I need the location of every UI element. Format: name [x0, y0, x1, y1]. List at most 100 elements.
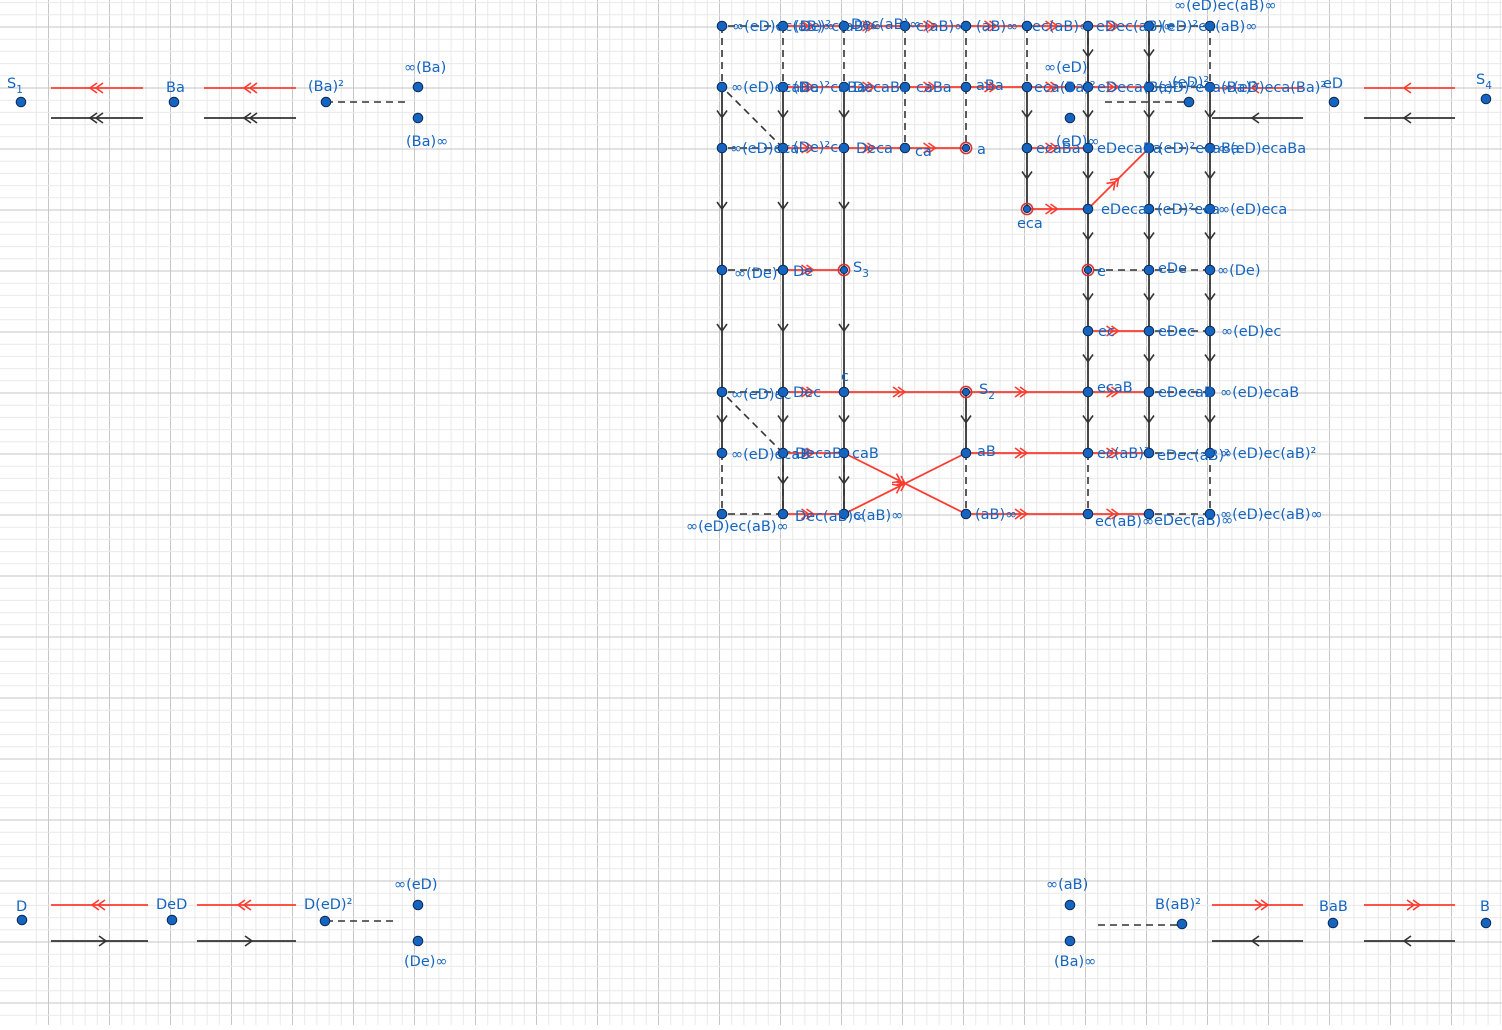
legend-point-br_BaB — [1327, 917, 1339, 929]
legend-arrow — [1412, 899, 1422, 911]
red-edge-arrow — [806, 447, 815, 459]
point-label: DeD — [156, 897, 187, 913]
point-label: ec(aB)∞ — [1032, 19, 1091, 35]
legend-arrow — [1260, 899, 1270, 911]
point-inf_De_left — [716, 264, 728, 276]
point-label: ecaBa — [1036, 141, 1081, 157]
red-edge-arrow — [1014, 447, 1024, 459]
point-label: eDe — [1158, 261, 1187, 277]
point-top — [1204, 20, 1216, 32]
point-label: ecaB — [1097, 380, 1133, 396]
legend-arrow — [1406, 899, 1416, 911]
red-edge-arrow — [867, 81, 876, 93]
legend-arrow — [94, 112, 104, 124]
point-eDeca_Ba2 — [1082, 81, 1094, 93]
point-inf_eDec — [1204, 325, 1216, 337]
legend-point-tl_Ba2 — [320, 96, 332, 108]
point-label: ∞(Ba) — [404, 60, 446, 76]
point-label: ∞(eD)ec(aB)∞ — [732, 19, 835, 35]
red-edge-arrow — [896, 481, 907, 492]
corner-legends — [51, 82, 1455, 947]
black-edge-arrow — [838, 110, 850, 119]
point-ec_aB_inf — [1082, 508, 1094, 520]
red-edge-arrow — [1106, 325, 1115, 337]
point-De2caBa — [777, 81, 789, 93]
black-edge-arrow — [777, 201, 789, 211]
legend-point-tl_S — [15, 96, 27, 108]
point-label: (Ba)∞ — [1054, 954, 1096, 970]
point-Dec_aB — [838, 20, 850, 32]
red-edge-arrow — [1050, 20, 1059, 32]
point-inf_eDecaB — [1204, 386, 1216, 398]
point-ecaB — [1082, 386, 1094, 398]
black-edge-arrow — [1082, 49, 1094, 58]
point-label: c(aB)∞ — [853, 508, 903, 524]
legend-point-tr_eD_inf — [1064, 112, 1076, 124]
point-label: ∞(eD)ecaB — [1220, 385, 1299, 401]
point-eDe — [1143, 264, 1155, 276]
point-label: ∞(eD)eca — [730, 141, 799, 157]
red-edge-arrow — [862, 142, 871, 154]
black-edge-arrow — [838, 415, 850, 424]
black-edge-arrow — [1082, 232, 1094, 241]
point-inf_eDeca_left — [716, 142, 728, 154]
legend-arrow — [98, 935, 108, 947]
point-eDecaBa — [1082, 142, 1094, 154]
point-bottom — [716, 508, 728, 520]
point-Dec_aB_inf_bottom — [777, 508, 789, 520]
legend-point-tl_Ba_inf — [412, 112, 424, 124]
point-DecaB — [777, 447, 789, 459]
red-edge-arrow — [867, 20, 876, 32]
point-De2ca — [777, 142, 789, 154]
legend-arrow — [242, 82, 252, 94]
point-label: ∞(De) — [734, 266, 777, 282]
red-edge-arrow — [1106, 181, 1116, 191]
point-eca — [1022, 204, 1032, 214]
legend-arrow — [1250, 82, 1260, 94]
red-edge-arrow — [801, 386, 810, 398]
point-label: D — [16, 899, 27, 915]
point-label-subscript: 4 — [1485, 80, 1492, 92]
red-edge-arrow — [1111, 325, 1120, 337]
black-edge-arrow — [1204, 171, 1216, 180]
legend-point-br_B — [1480, 917, 1492, 929]
point-aB — [960, 447, 972, 459]
point-label: c(aB)∞ — [916, 19, 966, 35]
black-edge-arrow — [1143, 354, 1155, 363]
legend-point-bl_inf_eD — [412, 899, 424, 911]
point-Dec — [777, 386, 789, 398]
red-edge-arrow — [1050, 81, 1059, 93]
point-label: c — [841, 369, 849, 385]
red-edge-arrow — [1050, 142, 1059, 154]
point-label: aB — [977, 444, 996, 460]
black-edge-arrow — [1021, 110, 1033, 119]
red-edge-arrow — [892, 386, 902, 398]
point-label: B — [1480, 899, 1490, 915]
black-edge-arrow — [716, 323, 728, 333]
point-label: ∞(eD)eca(Ba)² — [1221, 80, 1326, 96]
point-eca_Ba2 — [1021, 81, 1033, 93]
legend-point-br_BaB2 — [1176, 918, 1188, 930]
black-edge-arrow — [1204, 415, 1216, 424]
legend-point-tr_eD — [1328, 96, 1340, 108]
point-label: De — [793, 264, 813, 280]
point-aB_inf — [960, 20, 972, 32]
point-label: Dec(aB)∞ — [851, 17, 921, 33]
red-edge-arrow — [1106, 386, 1115, 398]
point-label: eDec — [1158, 324, 1195, 340]
point-aB_inf_right — [960, 508, 972, 520]
legend-point-tr_eD2 — [1183, 96, 1195, 108]
black-edge-arrow — [1204, 293, 1216, 302]
black-edge-arrow — [1082, 415, 1094, 424]
point-eDec_aB — [1082, 20, 1094, 32]
red-edge-arrow — [867, 142, 876, 154]
black-edge-arrow — [716, 201, 728, 211]
point-label: a — [977, 142, 986, 158]
point-label: ec(aB)∞ — [1095, 514, 1154, 530]
point-label: ∞(eD)ec — [1221, 324, 1281, 340]
legend-arrow — [88, 112, 98, 124]
red-edge-arrow — [984, 20, 993, 32]
red-edge-arrow — [1014, 508, 1024, 520]
point-s2-ring — [959, 385, 973, 399]
red-edge-arrow — [1111, 386, 1120, 398]
